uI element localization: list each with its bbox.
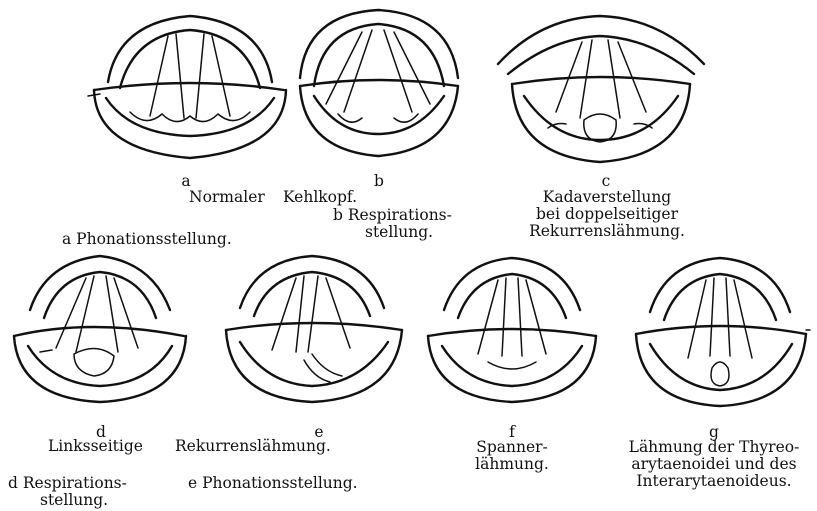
larynx-drawing-g [636,258,810,406]
caption-f: Spanner- lähmung. [475,439,549,473]
caption-c-line3: Rekurrenslähmung. [529,223,685,240]
caption-g: Lähmung der Thyreo- arytaenoidei und des… [629,439,800,490]
caption-c: Kadaverstellung bei doppelseitiger Rekur… [529,189,685,240]
larynx-drawing-a [88,16,286,158]
caption-e-sub: e Phonationsstellung. [188,474,358,492]
caption-b-line2: stellung. [365,223,433,241]
caption-g-line1: Lähmung der Thyreo- [629,439,800,456]
caption-f-line2: lähmung. [475,456,549,473]
caption-g-line3: Interarytaenoideus. [629,473,800,490]
caption-de-part2: Rekurrenslähmung. [175,437,331,455]
caption-c-line1: Kadaverstellung [529,189,685,206]
caption-normal-part2: Kehlkopf. [283,188,357,206]
panel-letter-b: b [374,172,384,190]
larynx-drawing-b [300,10,458,156]
caption-a-sub: a Phonationsstellung. [62,230,232,248]
larynx-drawing-e [226,256,402,402]
caption-normal-part1: Normaler [189,188,265,206]
caption-d-line1: d Respirations- [8,474,127,492]
larynx-drawing-c [498,16,704,162]
caption-de-part1: Linksseitige [48,437,143,455]
larynx-drawing-f [428,258,596,402]
caption-f-line1: Spanner- [475,439,549,456]
caption-d-line2: stellung. [40,491,108,509]
larynx-drawing-d [14,256,186,402]
caption-b-line1: b Respirations- [333,206,452,224]
caption-g-line2: arytaenoidei und des [629,456,800,473]
caption-c-line2: bei doppelseitiger [529,206,685,223]
